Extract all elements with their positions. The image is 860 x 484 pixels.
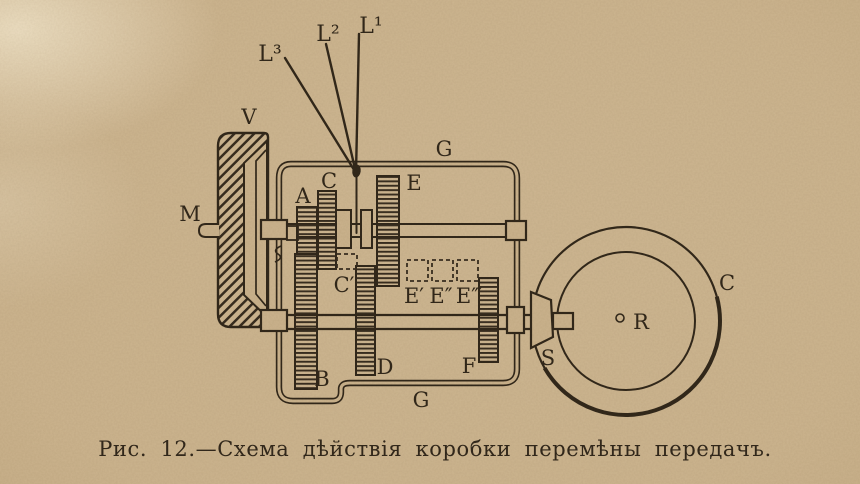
cone-clutch [529,290,575,350]
label-c-prime: C′ [334,273,355,297]
gear-d [355,265,376,376]
main-shaft-left-bearing [259,218,289,241]
ghost-e-prime [406,259,429,282]
ghost-c-prime [336,253,358,270]
gear-c [317,190,337,270]
label-l2: L² [316,22,339,47]
label-d: D [377,355,394,379]
shift-coupling [335,209,373,249]
gear-e [376,175,400,287]
label-e-double-prime: E″ [429,284,452,308]
label-c-wheel: C [719,271,735,295]
label-v: V [240,105,257,129]
countershaft-right-bearing [505,305,526,335]
lever-l3-line [283,56,358,175]
label-s: S [541,346,555,370]
gear-a [296,206,318,255]
label-c: C [321,169,337,193]
input-shaft [197,223,219,238]
label-g-top: G [436,137,453,161]
lever-l1-line [354,32,361,175]
figure-caption: Рис. 12.—Схема дѣйствія коробки перемѣны… [98,437,772,461]
label-e: E [406,171,421,195]
label-b: B [314,367,329,391]
ghost-e-double-prime [431,259,454,282]
label-f: F [462,354,477,378]
ghost-e-triple-prime [456,259,479,282]
main-shaft-right-bearing [504,219,528,242]
label-e-triple-prime: E‴ [456,284,482,308]
label-r: R [633,310,650,334]
label-g-bottom: G [413,388,430,412]
label-e-prime: E′ [404,284,424,308]
countershaft-left-bearing [259,308,289,333]
label-m: M [179,202,201,226]
label-l3: L³ [258,42,281,67]
lever-l2-line [324,42,358,175]
axle-center-mark [615,313,625,323]
label-a: A [294,184,311,208]
label-l1: L¹ [359,14,382,39]
